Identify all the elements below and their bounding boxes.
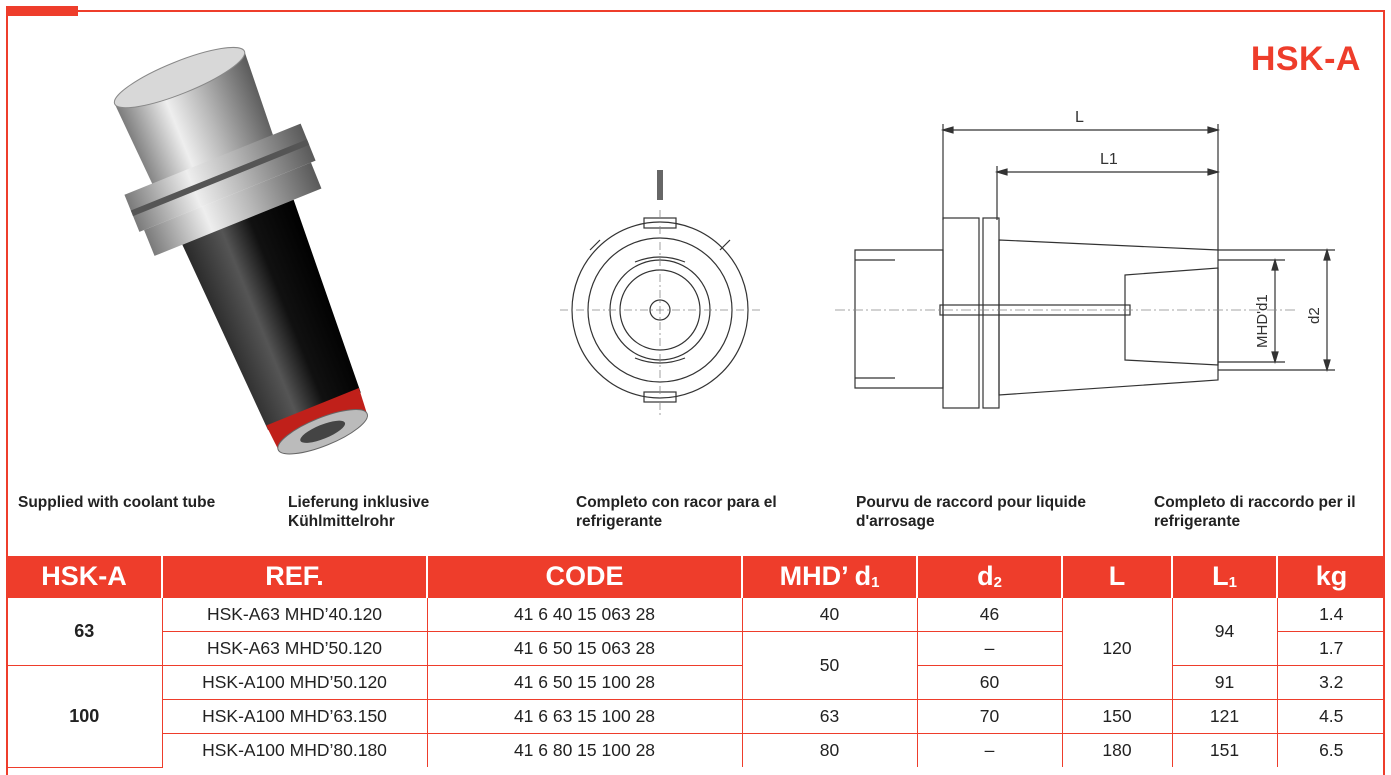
header-hsk: HSK-A: [7, 556, 162, 597]
spec-table: HSK-A REF. CODE MHD’ d1 d2 L L1 kg 63 HS…: [7, 556, 1385, 768]
d2-cell: –: [916, 732, 1063, 767]
front-view-drawing: [560, 170, 760, 415]
d2-cell: 70: [916, 698, 1063, 734]
ref-cell: HSK-A63 MHD’40.120: [161, 596, 428, 632]
dimension-label-d1: MHD'd1: [1254, 294, 1271, 348]
group-cell-63: 63: [7, 596, 163, 666]
header-mhd-d1: MHD’ d1: [741, 556, 917, 597]
code-cell: 41 6 40 15 063 28: [426, 596, 743, 632]
caption-german: Lieferung inklusive Kühlmittelrohr: [288, 494, 430, 530]
mhd-cell: 80: [741, 732, 918, 767]
l-cell: 150: [1061, 698, 1173, 734]
table-header-row: HSK-A REF. CODE MHD’ d1 d2 L L1 kg: [7, 556, 1385, 597]
l-cell: 120: [1061, 596, 1173, 700]
code-cell: 41 6 50 15 100 28: [426, 664, 743, 700]
kg-cell: 4.5: [1276, 698, 1385, 734]
caption-english: Supplied with coolant tube: [18, 494, 216, 511]
tool-holder-photo: [113, 46, 368, 455]
side-view-drawing: L L1 MHD'd1 d2: [835, 109, 1335, 409]
d2-cell: 46: [916, 596, 1063, 632]
header-l: L: [1061, 556, 1172, 597]
ref-cell: HSK-A63 MHD’50.120: [162, 630, 428, 666]
kg-cell: 6.5: [1276, 732, 1385, 767]
header-ref: REF.: [161, 556, 427, 597]
ref-cell: HSK-A100 MHD’63.150: [162, 698, 428, 734]
table-row: HSK-A100 MHD’63.150 41 6 63 15 100 28 63…: [7, 698, 1385, 734]
d2-cell: –: [916, 630, 1063, 666]
l1-cell: 94: [1171, 596, 1278, 666]
code-cell: 41 6 50 15 063 28: [426, 630, 743, 666]
code-cell: 41 6 80 15 100 28: [426, 732, 743, 767]
l1-cell: 121: [1171, 698, 1278, 734]
table-row: HSK-A63 MHD’50.120 41 6 50 15 063 28 50 …: [7, 630, 1385, 700]
table-row: 100 HSK-A100 MHD’50.120 41 6 50 15 100 2…: [7, 664, 1385, 768]
caption-row: Supplied with coolant tube Lieferung ink…: [18, 493, 1378, 545]
ref-cell: HSK-A100 MHD’80.180: [162, 732, 428, 767]
page-title: HSK-A: [1250, 40, 1361, 78]
code-cell: 41 6 63 15 100 28: [426, 698, 743, 734]
header-code: CODE: [426, 556, 742, 597]
caption-italian: Completo di raccordo per il refrigerante: [1154, 494, 1356, 530]
caption-french: Pourvu de raccord pour liquide d'arrosag…: [856, 494, 1086, 530]
mhd-cell: 40: [741, 596, 918, 632]
header-l1: L1: [1171, 556, 1277, 597]
mhd-cell: 63: [741, 698, 918, 734]
dimension-label-d2: d2: [1306, 307, 1323, 324]
header-kg: kg: [1276, 556, 1385, 597]
mhd-cell: 50: [741, 630, 918, 700]
table-row: 63 HSK-A63 MHD’40.120 41 6 40 15 063 28 …: [7, 596, 1385, 700]
header-d2: d2: [916, 556, 1062, 597]
dimension-label-l1: L1: [1100, 151, 1118, 168]
d2-cell: 60: [916, 664, 1063, 700]
page-frame: [6, 10, 1385, 775]
dimension-label-l: L: [1075, 109, 1084, 126]
caption-spanish: Completo con racor para el refrigerante: [576, 494, 777, 530]
l1-cell: 151: [1171, 732, 1278, 767]
l-cell: 180: [1061, 732, 1173, 767]
group-cell-100: 100: [7, 664, 163, 768]
kg-cell: 1.4: [1276, 596, 1385, 632]
kg-cell: 1.7: [1276, 630, 1385, 666]
kg-cell: 3.2: [1276, 664, 1385, 700]
ref-cell: HSK-A100 MHD’50.120: [161, 664, 428, 700]
table-row: HSK-A100 MHD’80.180 41 6 80 15 100 28 80…: [7, 732, 1385, 767]
l1-cell: 91: [1171, 664, 1278, 700]
